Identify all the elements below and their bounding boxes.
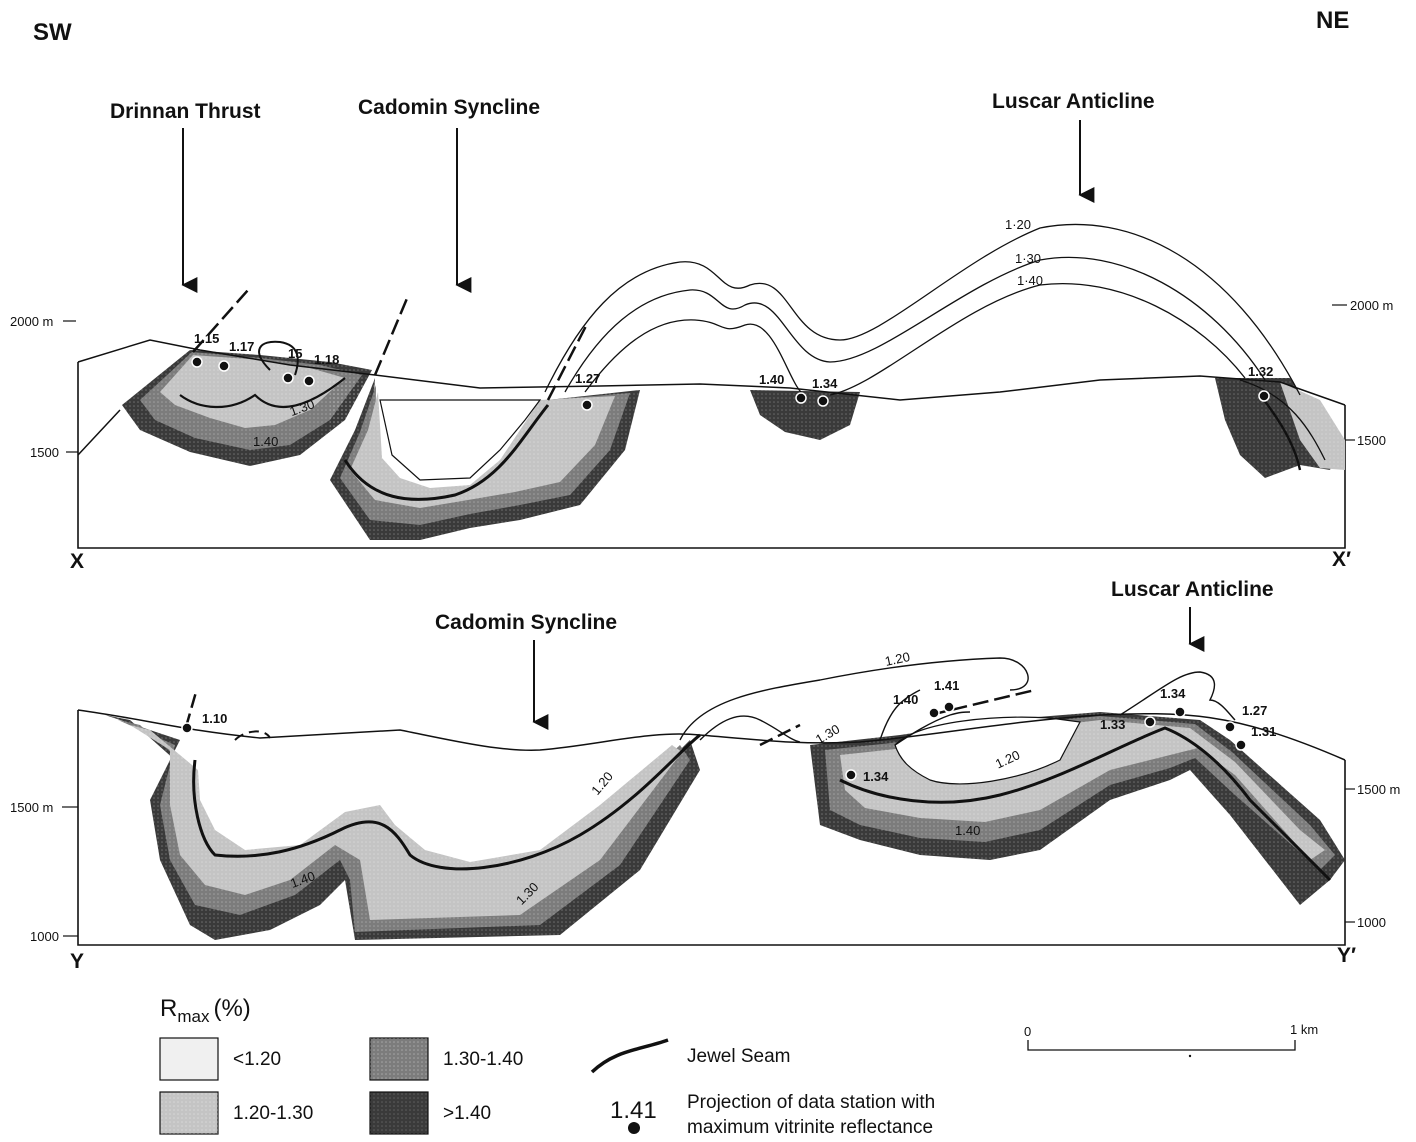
station-label: 1.18 [314,352,339,367]
contour-label-140-inner: 1.40 [253,434,278,449]
elev-1500-left-y: 1500 m [10,800,53,815]
data-station [304,376,314,386]
orientation-sw: SW [33,19,72,46]
section-y: Cadomin Syncline Luscar Anticline Y Y′ 1… [10,578,1400,973]
legend-label-lt120: <1.20 [233,1049,281,1070]
station-label: 1.34 [863,769,889,784]
scale-bar: 0 1 km [1024,1022,1318,1057]
data-station [192,357,202,367]
contour-label-140: 1·40 [1017,273,1043,288]
station-label: 1.40 [893,692,918,707]
legend-label-gt140: >1.40 [443,1103,491,1124]
station-label: 1.27 [575,371,600,386]
contour-label-130: 1·30 [1015,251,1041,266]
data-station [944,702,954,712]
station-label: 1.34 [812,376,838,391]
legend-label-120-130: 1.20-1.30 [233,1103,313,1124]
contour-label: 1.40 [955,823,980,838]
luscar-anticline-label-top: Luscar Anticline [992,90,1155,113]
elev-1000-left-y: 1000 [30,929,59,944]
legend: Rmax(%) <1.20 1.20-1.30 1.30-1.40 >1.40 … [160,995,935,1138]
station-label: 15 [288,346,302,361]
station-text-1: Projection of data station with [687,1092,935,1113]
y-prime-label: Y′ [1337,944,1356,967]
jewel-seam-label: Jewel Seam [687,1046,791,1067]
x-prime-label: X′ [1332,548,1351,571]
data-station [796,393,806,403]
elev-1500-right-y: 1500 m [1357,782,1400,797]
data-station [1175,707,1185,717]
legend-label-130-140: 1.30-1.40 [443,1049,523,1070]
scale-end: 1 km [1290,1022,1318,1037]
elev-1500-right: 1500 [1357,433,1386,448]
cadomin-syncline-label-top: Cadomin Syncline [358,96,540,119]
data-station [1145,717,1155,727]
data-station [1259,391,1269,401]
data-station [846,770,856,780]
data-station [219,361,229,371]
data-station [929,708,939,718]
station-text-2: maximum vitrinite reflectance [687,1117,933,1138]
legend-title: Rmax(%) [160,995,251,1026]
luscar-anticline-label-bottom: Luscar Anticline [1111,578,1274,601]
contour-label-120: 1·20 [1005,217,1031,232]
station-label: 1.33 [1100,717,1125,732]
elev-1000-right-y: 1000 [1357,915,1386,930]
scale-start: 0 [1024,1024,1031,1039]
x-label: X [70,550,84,573]
elev-2000-left: 2000 m [10,314,53,329]
station-label: 1.17 [229,339,254,354]
station-label: 1.27 [1242,703,1267,718]
contour-120-top [545,224,1300,395]
station-label: 1.40 [759,372,784,387]
station-label: 1.15 [194,331,219,346]
orientation-ne: NE [1316,7,1349,34]
station-label: 1.41 [934,678,959,693]
elev-1500-left: 1500 [30,445,59,460]
data-station [182,723,192,733]
contour-130-top [565,257,1265,392]
legend-swatch-lt120 [160,1038,218,1080]
station-label: 1.32 [1248,364,1273,379]
drinnan-thrust-label: Drinnan Thrust [110,100,261,123]
data-station [818,396,828,406]
station-label: 1.31 [1251,724,1276,739]
y-label: Y [70,950,84,973]
station-label: 1.34 [1160,686,1186,701]
cadomin-syncline-label-bottom: Cadomin Syncline [435,611,617,634]
station-example-dot [628,1122,640,1134]
jewel-seam-symbol [592,1040,668,1072]
section-x: Drinnan Thrust Cadomin Syncline Luscar A… [10,90,1393,573]
elev-2000-right: 2000 m [1350,298,1393,313]
data-station [283,373,293,383]
station-example-value: 1.41 [610,1097,657,1124]
station-label: 1.10 [202,711,227,726]
thrust-fault-2 [375,296,408,375]
data-station [582,400,592,410]
data-station [1225,722,1235,732]
data-station [1236,740,1246,750]
